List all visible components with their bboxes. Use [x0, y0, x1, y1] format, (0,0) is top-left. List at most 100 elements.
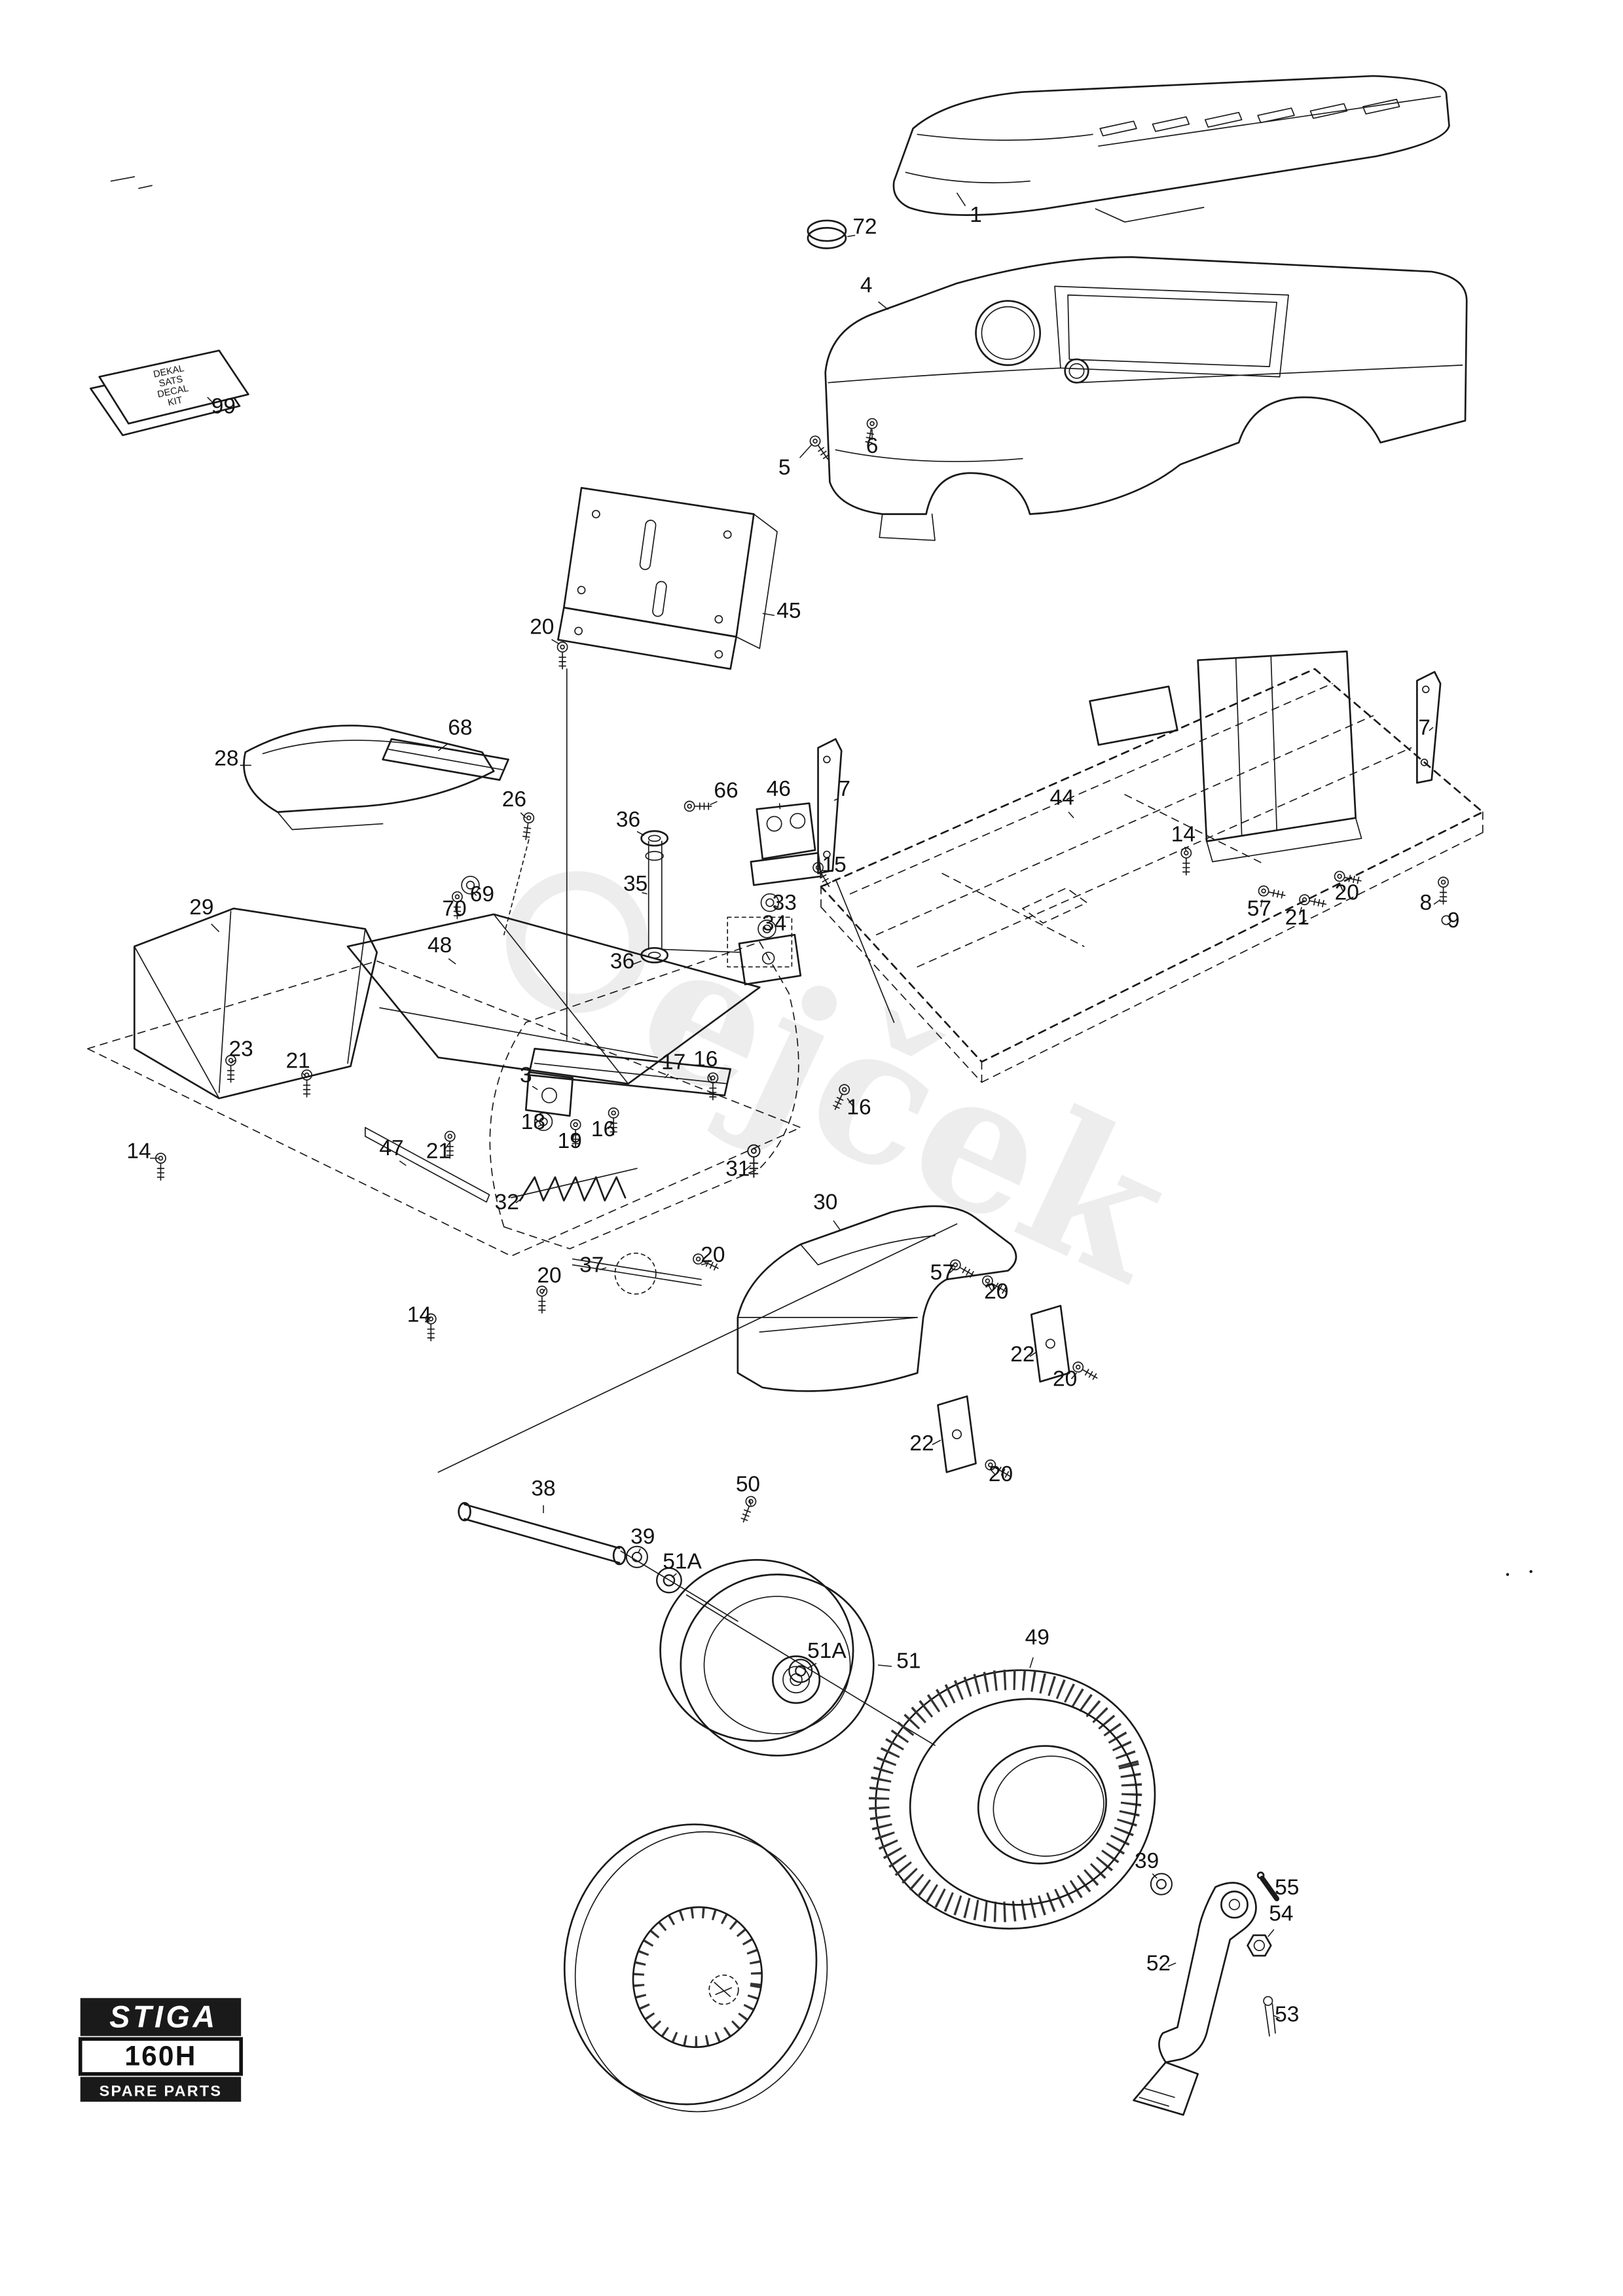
bolt-part-14c — [1180, 847, 1192, 876]
part-number-label: 99 — [211, 395, 236, 419]
cap-part-72 — [807, 219, 847, 249]
part-number-label: 21 — [286, 1049, 310, 1073]
part-number-label: 49 — [1025, 1626, 1049, 1650]
label-leader-line — [1433, 899, 1441, 905]
spare-tire — [563, 1823, 828, 2113]
logo-block: STIGA 160H SPARE PARTS — [78, 1998, 243, 2102]
part-number-label: 57 — [1247, 897, 1271, 921]
label-leader-line — [572, 1134, 575, 1141]
part-number-label: 51A — [807, 1639, 847, 1663]
label-leader-line — [956, 192, 966, 207]
label-leader-line — [878, 301, 889, 310]
washer-part-39b — [1150, 1873, 1173, 1896]
part-number-label: 23 — [229, 1037, 253, 1061]
label-leader-line — [211, 924, 220, 933]
part-number-label: 20 — [701, 1243, 725, 1267]
label-leader-line — [762, 613, 775, 617]
label-leader-line — [664, 1073, 669, 1079]
axle-tube-part-38 — [458, 1501, 627, 1566]
label-leader-line — [599, 1267, 607, 1270]
part-number-label: 16 — [847, 1096, 871, 1120]
dashed-platform-outline — [87, 960, 801, 1257]
bolt-part-50 — [738, 1494, 758, 1525]
label-leader-line — [638, 1548, 641, 1553]
bolt-part-14 — [155, 1152, 167, 1181]
fender-part-30 — [737, 1205, 1017, 1392]
part-number-label: 1 — [970, 203, 982, 227]
label-leader-line — [1447, 922, 1451, 925]
deflector-strip-part-68 — [382, 738, 509, 781]
label-leader-line — [1273, 2015, 1281, 2019]
part-number-label: 36 — [610, 950, 634, 974]
bolt-part-20b — [536, 1285, 548, 1314]
label-leader-line — [1267, 1929, 1275, 1937]
part-number-label: 7 — [1418, 715, 1431, 740]
label-leader-line — [541, 1288, 546, 1295]
label-leader-line — [230, 1059, 236, 1064]
part-number-label: 54 — [1269, 1901, 1293, 1926]
hood-panel-part-1 — [892, 75, 1450, 223]
label-leader-line — [636, 831, 645, 836]
label-leader-line — [932, 1439, 941, 1446]
part-number-label: 20 — [530, 615, 554, 639]
part-number-label: 20 — [984, 1280, 1008, 1304]
label-leader-line — [399, 1160, 407, 1166]
part-number-label: 51 — [896, 1649, 921, 1673]
part-number-label: 38 — [531, 1477, 555, 1501]
label-leader-line — [949, 1267, 956, 1274]
decal-kit-part-99: DEKAL SATS DECAL KIT — [90, 350, 249, 437]
part-number-label: 46 — [767, 777, 791, 801]
center-mount-assembly — [640, 738, 895, 1023]
label-leader-line — [774, 905, 779, 908]
decal-line-4: KIT — [167, 395, 184, 408]
part-number-label: 32 — [495, 1191, 519, 1215]
label-leader-line — [1299, 906, 1302, 916]
part-number-label: 70 — [442, 897, 466, 921]
label-leader-line — [448, 958, 456, 965]
dashed-assembly-outline — [489, 941, 799, 1249]
part-number-label: 26 — [502, 787, 526, 812]
label-leader-line — [520, 812, 526, 819]
part-number-label: 6 — [866, 434, 879, 458]
logo-brand-box — [80, 1998, 242, 2036]
label-leader-line — [1339, 883, 1343, 891]
label-leader-line — [302, 1073, 308, 1079]
part-number-label: 53 — [1275, 2002, 1299, 2026]
part-number-label: 52 — [1146, 1951, 1171, 1975]
label-leader-line — [833, 1220, 841, 1230]
part-number-label: 72 — [852, 215, 877, 239]
pin-part-55 — [1256, 1871, 1280, 1901]
part-number-label: 19 — [558, 1129, 582, 1153]
label-leader-line — [538, 1124, 543, 1128]
part-number-label: 5 — [778, 456, 791, 480]
seat-bracket-part-45 — [557, 486, 778, 670]
part-number-label: 22 — [1010, 1342, 1034, 1367]
part-number-label: 20 — [1053, 1367, 1077, 1391]
chute-cover-part-28 — [243, 725, 495, 831]
label-leader-line — [1152, 1873, 1158, 1879]
label-leader-line — [608, 1122, 613, 1130]
part-number-label: 45 — [776, 599, 801, 623]
part-number-label: 68 — [448, 715, 472, 740]
part-number-label: 7 — [838, 777, 850, 801]
label-leader-line — [207, 397, 215, 405]
label-leader-line — [822, 870, 828, 872]
scan-artifacts — [110, 176, 1533, 1576]
part-number-label: 57 — [930, 1261, 955, 1285]
bolt-part-66 — [684, 800, 712, 812]
chassis-frame-part-44 — [820, 650, 1484, 1083]
label-leader-line — [987, 1283, 993, 1291]
decal-line-2: SATS — [158, 374, 183, 389]
part-number-label: 47 — [379, 1136, 403, 1160]
label-leader-line — [744, 1165, 752, 1171]
part-number-label: 33 — [773, 891, 797, 915]
label-leader-line — [807, 1662, 817, 1669]
part-number-label: 31 — [725, 1157, 750, 1181]
label-leader-line — [532, 1086, 538, 1090]
label-leader-line — [515, 1197, 524, 1204]
part-number-label: 9 — [1448, 908, 1460, 933]
part-number-label: 34 — [762, 911, 786, 935]
label-leader-line — [847, 1098, 853, 1106]
